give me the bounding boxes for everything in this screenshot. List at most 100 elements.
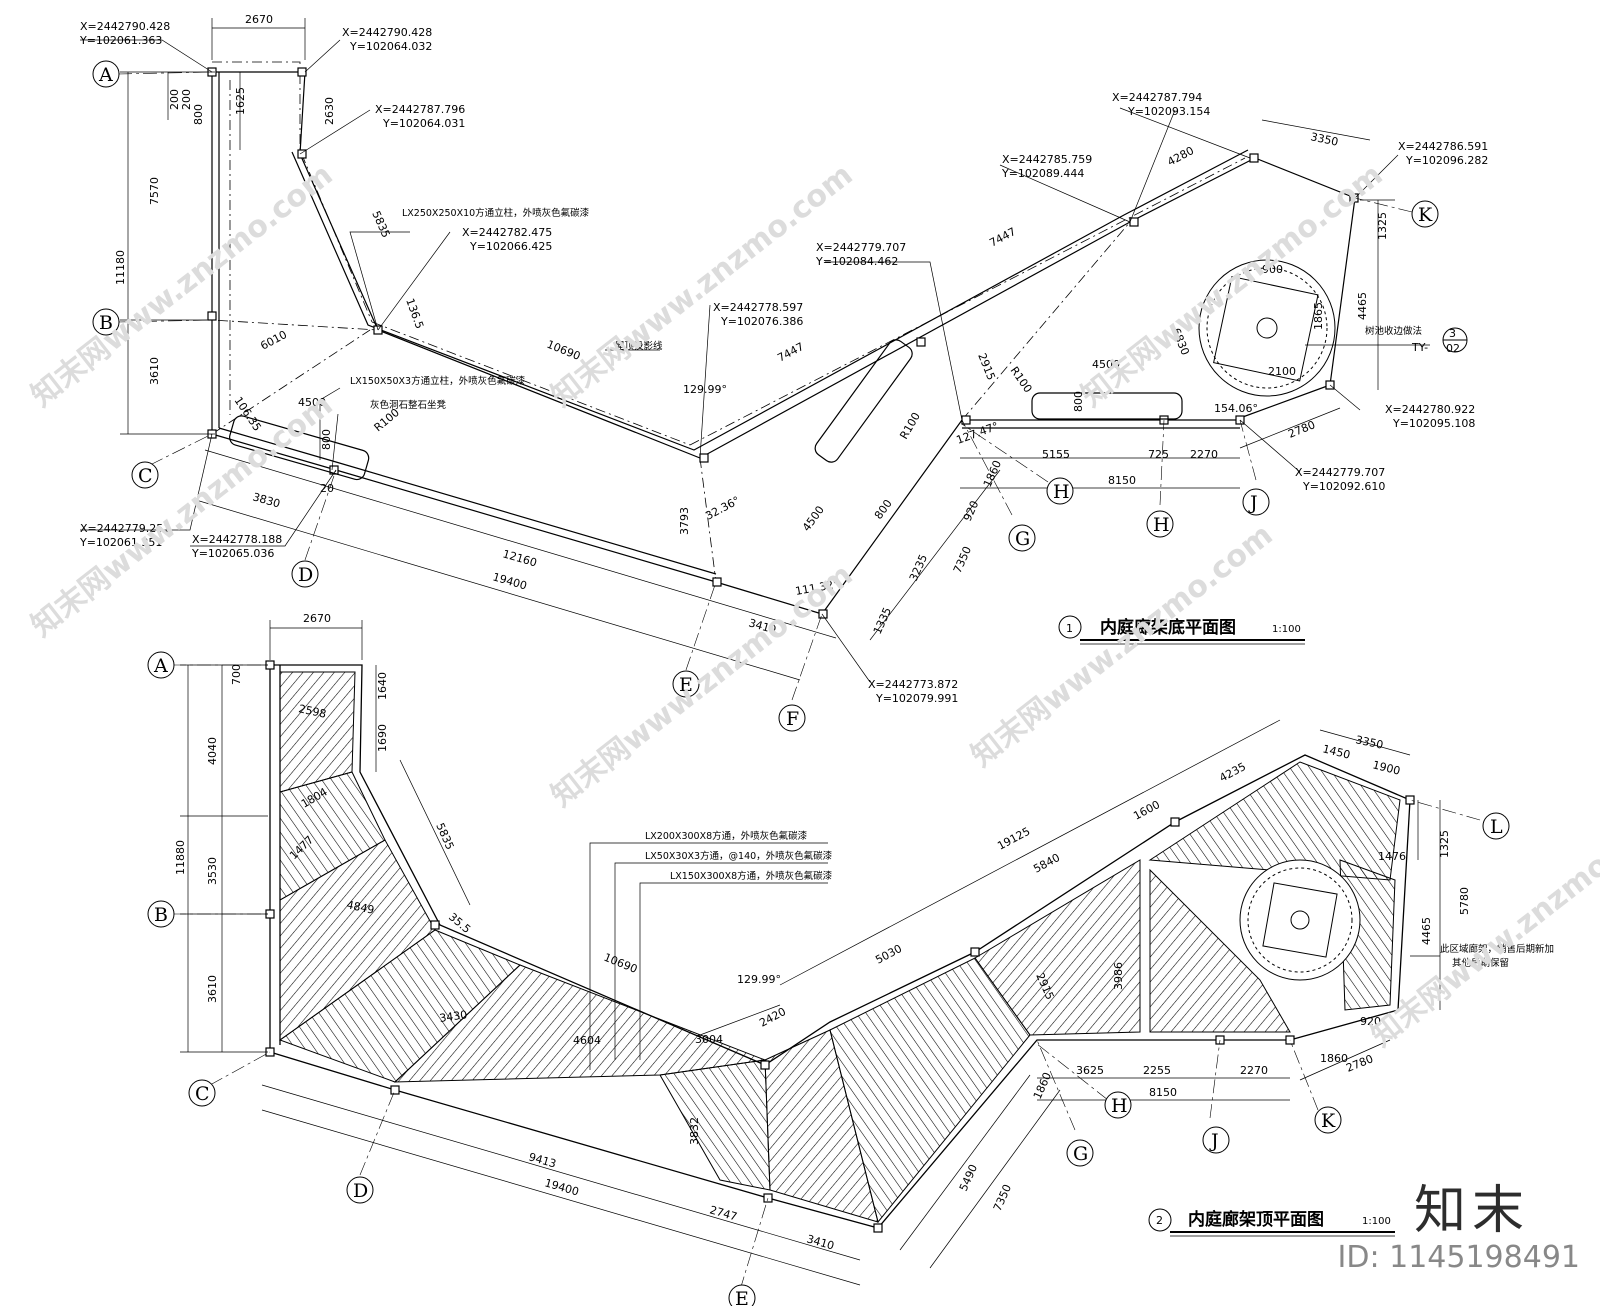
- coord-y: Y=102093.154: [1127, 105, 1210, 118]
- svg-text:3410: 3410: [805, 1232, 835, 1252]
- svg-text:11880: 11880: [174, 840, 187, 875]
- svg-text:7350: 7350: [951, 544, 974, 575]
- coord-x: X=2442779.251: [80, 522, 170, 535]
- svg-text:1476: 1476: [1378, 850, 1406, 863]
- svg-text:136.5: 136.5: [403, 297, 426, 331]
- svg-text:4500: 4500: [1092, 358, 1120, 371]
- coord-y: Y=102064.031: [382, 117, 465, 130]
- svg-text:B: B: [99, 312, 113, 334]
- svg-text:4500: 4500: [298, 396, 326, 409]
- coord-x: X=2442790.428: [80, 20, 170, 33]
- svg-text:3793: 3793: [678, 507, 691, 535]
- plan1-coordinates: X=2442790.428 Y=102061.363 X=2442790.428…: [79, 20, 1488, 705]
- svg-text:200: 200: [168, 89, 181, 110]
- svg-text:725: 725: [1148, 448, 1169, 461]
- svg-text:4040: 4040: [206, 737, 219, 765]
- svg-text:200: 200: [180, 89, 193, 110]
- plan1-tree: [1198, 259, 1336, 397]
- svg-text:R100: R100: [1008, 364, 1035, 395]
- plan1-axis-lines: [117, 71, 1413, 701]
- svg-text:8150: 8150: [1149, 1086, 1177, 1099]
- note-bench: 灰色洞石整石坐凳: [370, 399, 447, 411]
- svg-text:2780: 2780: [1344, 1052, 1375, 1075]
- coord-y: Y=102092.610: [1302, 480, 1385, 493]
- svg-text:20: 20: [320, 482, 334, 495]
- note-main-beam: LX200X300X8方通，外喷灰色氟碳漆: [645, 830, 808, 842]
- svg-text:2915: 2915: [975, 351, 998, 382]
- plan1-axis-bubbles: [92, 60, 1468, 732]
- coord-x: X=2442790.428: [342, 26, 432, 39]
- svg-text:32.36°: 32.36°: [703, 494, 742, 523]
- coord-y: Y=102079.991: [875, 692, 958, 705]
- svg-text:4235: 4235: [1217, 760, 1248, 785]
- coord-x: X=2442786.591: [1398, 140, 1488, 153]
- svg-text:920: 920: [961, 499, 981, 523]
- coord-y: Y=102061.363: [79, 34, 162, 47]
- detail-ref-top: 3: [1449, 327, 1456, 340]
- coord-x: X=2442787.796: [375, 103, 465, 116]
- note-keep: 其他后期保留: [1452, 957, 1509, 969]
- plan2-number: 2: [1156, 1214, 1163, 1227]
- plan2-scale: 1:100: [1362, 1216, 1391, 1227]
- svg-text:19125: 19125: [995, 825, 1032, 853]
- svg-text:A: A: [98, 64, 113, 86]
- svg-text:1865: 1865: [1312, 302, 1325, 330]
- coord-y: Y=102089.444: [1001, 167, 1084, 180]
- svg-text:5155: 5155: [1042, 448, 1070, 461]
- coord-x: X=2442785.759: [1002, 153, 1092, 166]
- svg-text:C: C: [195, 1083, 210, 1105]
- plan1-axis-labels: A B C D E F G H H J K: [98, 64, 1433, 730]
- svg-text:10690: 10690: [602, 951, 639, 976]
- svg-text:C: C: [138, 465, 153, 487]
- svg-text:4500: 4500: [800, 503, 827, 533]
- coord-x: X=2442779.707: [1295, 466, 1385, 479]
- note-roof-projection: 屋顶投影线: [615, 340, 663, 352]
- svg-text:2598: 2598: [297, 702, 327, 721]
- svg-text:35.5: 35.5: [446, 910, 473, 936]
- svg-text:800: 800: [192, 104, 205, 125]
- svg-text:9413: 9413: [527, 1150, 557, 1170]
- svg-text:5030: 5030: [873, 942, 904, 967]
- svg-text:19400: 19400: [543, 1176, 580, 1198]
- coord-x: X=2442782.475: [462, 226, 552, 239]
- svg-text:2255: 2255: [1143, 1064, 1171, 1077]
- svg-text:G: G: [1073, 1143, 1088, 1165]
- svg-text:7447: 7447: [987, 225, 1018, 250]
- svg-text:E: E: [679, 674, 693, 696]
- svg-text:H: H: [1153, 514, 1170, 536]
- coord-y: Y=102061.351: [79, 536, 162, 549]
- coord-y: Y=102096.282: [1405, 154, 1488, 167]
- svg-text:7350: 7350: [991, 1182, 1014, 1213]
- plan1-title: 内庭廊架底平面图: [1100, 617, 1236, 638]
- svg-text:3530: 3530: [206, 857, 219, 885]
- svg-text:K: K: [1321, 1110, 1336, 1132]
- svg-text:1600: 1600: [1131, 798, 1162, 823]
- coord-y: Y=102066.425: [469, 240, 552, 253]
- svg-text:H: H: [1053, 481, 1070, 503]
- coord-y: Y=102095.108: [1392, 417, 1475, 430]
- coord-x: X=2442779.707: [816, 241, 906, 254]
- svg-text:3430: 3430: [439, 1008, 469, 1025]
- svg-text:1690: 1690: [376, 724, 389, 752]
- svg-text:1860: 1860: [1320, 1052, 1348, 1065]
- plan2-title-block: 2 内庭廊架顶平面图 1:100: [1156, 1209, 1391, 1230]
- svg-text:3004: 3004: [695, 1033, 723, 1046]
- svg-text:12160: 12160: [501, 547, 538, 569]
- coord-y: Y=102064.032: [349, 40, 432, 53]
- watermark-id: ID: 1145198491: [1337, 1240, 1580, 1275]
- svg-text:J: J: [1209, 1130, 1219, 1152]
- svg-text:2270: 2270: [1240, 1064, 1268, 1077]
- svg-text:700: 700: [230, 664, 243, 685]
- svg-text:5835: 5835: [369, 209, 392, 240]
- svg-text:4849: 4849: [345, 898, 375, 917]
- svg-text:7447: 7447: [775, 340, 806, 365]
- coord-x: X=2442778.597: [713, 301, 803, 314]
- svg-text:1900: 1900: [1371, 758, 1401, 777]
- svg-text:4465: 4465: [1420, 917, 1433, 945]
- note-tree-pit: 树池收边做法: [1365, 325, 1422, 337]
- svg-text:7570: 7570: [148, 177, 161, 205]
- svg-text:B: B: [154, 904, 168, 926]
- plan2-axis-bubbles: [147, 651, 1510, 1306]
- svg-text:E: E: [735, 1288, 749, 1306]
- plan1-title-block: 1 内庭廊架底平面图 1:100: [1066, 617, 1301, 638]
